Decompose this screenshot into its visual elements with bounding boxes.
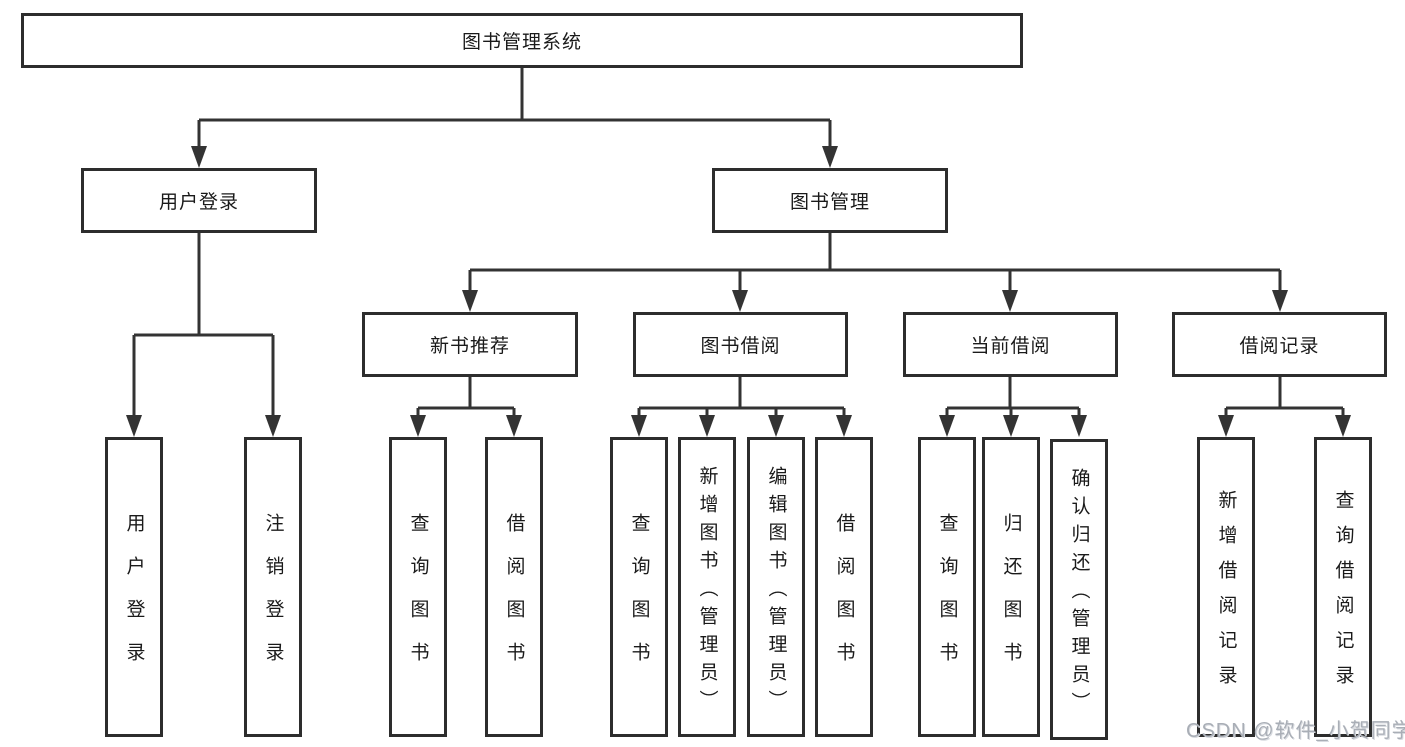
leaf-confirm-return-admin: 确认归还（管理员） [1050, 439, 1108, 740]
leaf-user-login: 用户登录 [105, 437, 163, 737]
leaf-borrow-books-recommend: 借阅图书 [485, 437, 543, 737]
leaf-add-borrow-record: 新增借阅记录 [1197, 437, 1255, 737]
leaf-logout: 注销登录 [244, 437, 302, 737]
node-book-management: 图书管理 [712, 168, 948, 233]
leaf-return-book: 归还图书 [982, 437, 1040, 737]
node-user-login: 用户登录 [81, 168, 317, 233]
node-book-borrow: 图书借阅 [633, 312, 848, 377]
node-label: 归还图书 [1000, 513, 1022, 685]
node-label: 图书借阅 [700, 336, 781, 357]
csdn-watermark: CSDN @软件_小贺同学 [1186, 720, 1405, 742]
node-label: 查询图书 [628, 513, 650, 685]
leaf-query-books-recommend: 查询图书 [389, 437, 447, 737]
node-label: 查询图书 [407, 513, 429, 685]
leaf-query-books-borrow: 查询图书 [610, 437, 668, 737]
leaf-add-book-admin: 新增图书（管理员） [678, 437, 736, 737]
leaf-borrow-books: 借阅图书 [815, 437, 873, 737]
leaf-query-borrow-record: 查询借阅记录 [1314, 437, 1372, 737]
node-label: 借阅记录 [1239, 336, 1320, 357]
node-label: 查询图书 [936, 513, 958, 685]
node-label: 图书管理 [789, 192, 870, 213]
leaf-query-books-current: 查询图书 [918, 437, 976, 737]
node-new-book-recommend: 新书推荐 [362, 312, 578, 377]
node-label: 当前借阅 [970, 336, 1051, 357]
node-label: 图书管理系统 [461, 32, 582, 53]
node-label: 查询借阅记录 [1332, 490, 1354, 700]
node-label: 借阅图书 [503, 513, 525, 685]
node-borrow-records: 借阅记录 [1172, 312, 1387, 377]
node-label: 注销登录 [262, 513, 284, 685]
node-label: 确认归还（管理员） [1068, 468, 1090, 720]
node-current-borrow: 当前借阅 [903, 312, 1118, 377]
node-label: 借阅图书 [833, 513, 855, 685]
node-label: 用户登录 [123, 513, 145, 685]
node-book-management-system: 图书管理系统 [21, 13, 1023, 68]
node-label: 编辑图书（管理员） [765, 465, 787, 718]
leaf-edit-book-admin: 编辑图书（管理员） [747, 437, 805, 737]
node-label: 新增借阅记录 [1215, 490, 1237, 700]
node-label: 新书推荐 [429, 336, 510, 357]
node-label: 用户登录 [158, 192, 239, 213]
node-label: 新增图书（管理员） [696, 465, 718, 718]
